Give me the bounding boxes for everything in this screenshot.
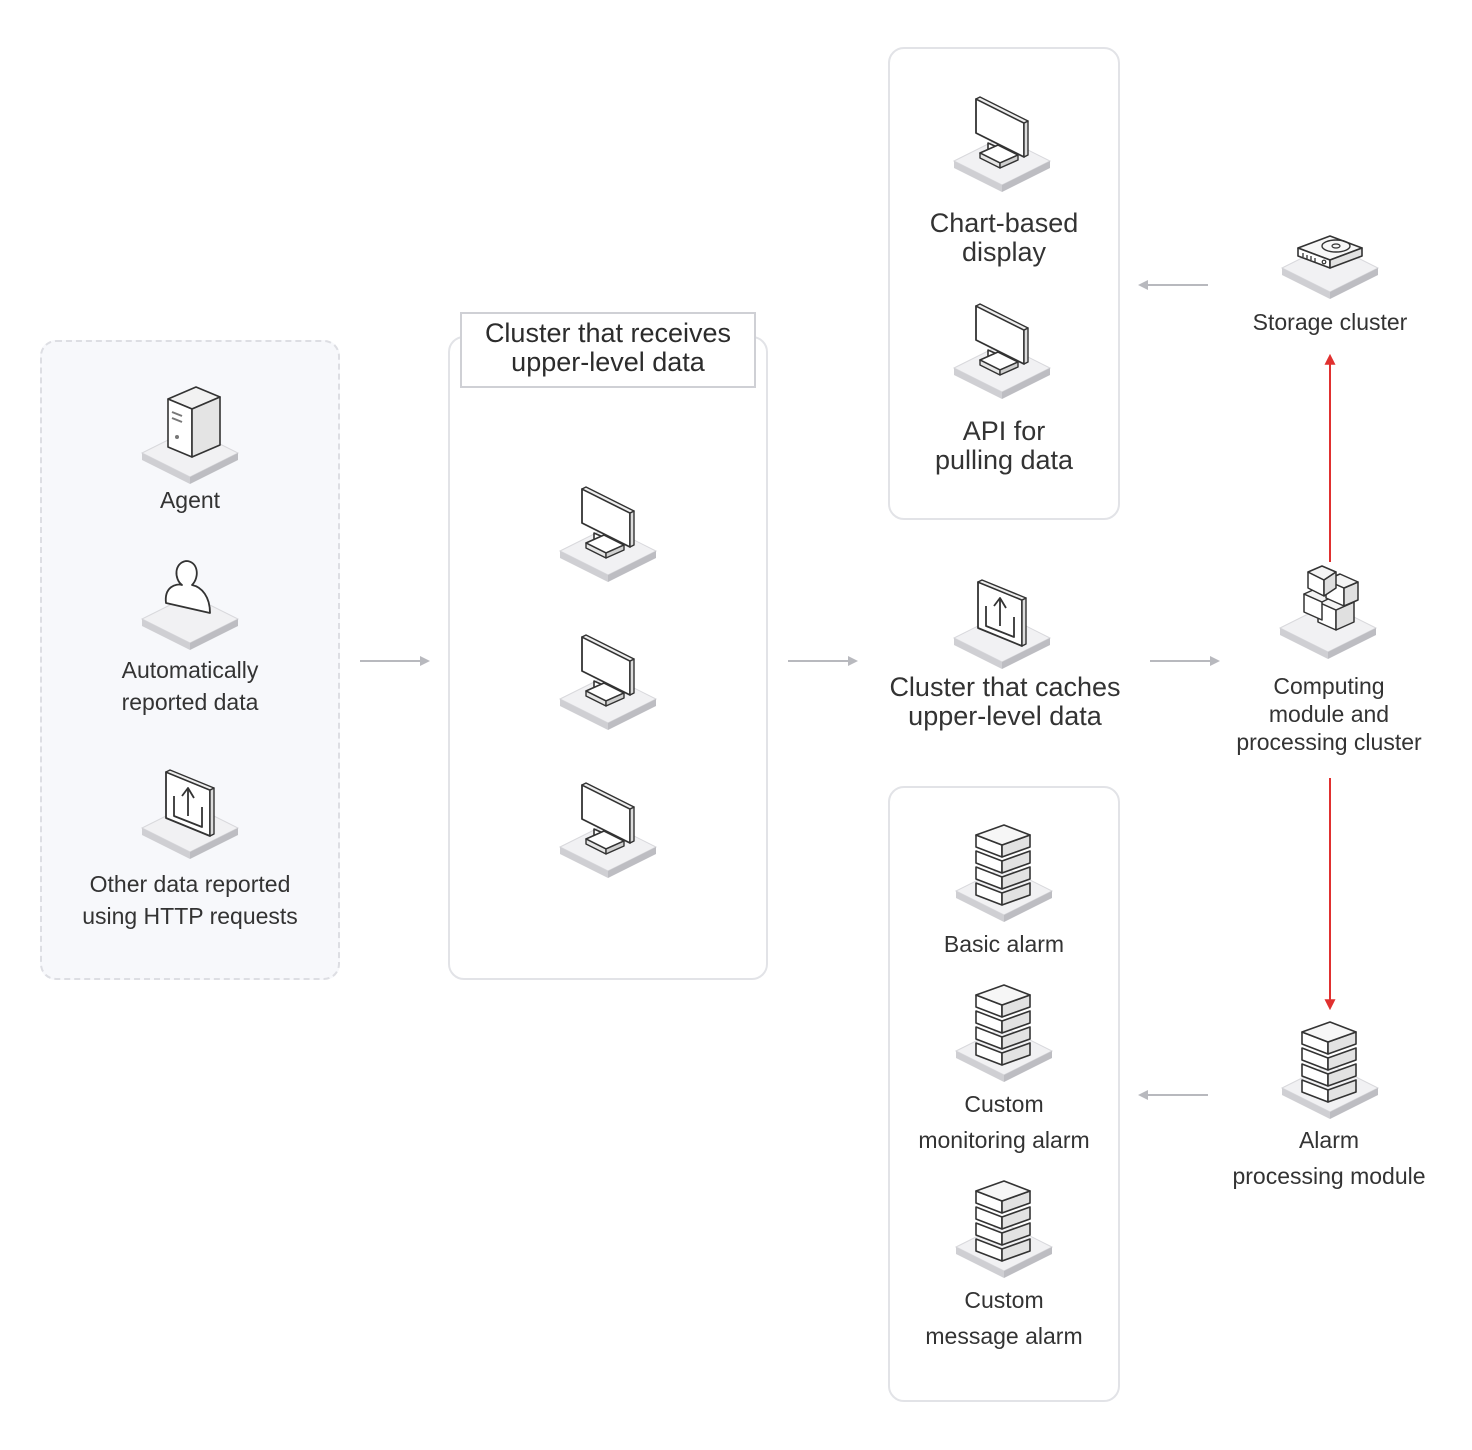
upload-icon [952, 570, 1052, 670]
chart-display-line2: display [961, 237, 1047, 267]
computing-line1: Computing [1273, 673, 1385, 699]
stack-icon [954, 823, 1054, 923]
stack-icon [954, 1179, 1054, 1279]
custom-monitoring-line2: monitoring alarm [918, 1127, 1090, 1153]
cache-cluster-label: Cluster that caches upper-level data [860, 673, 1150, 731]
monitor-icon [558, 483, 658, 583]
monitor-icon [558, 779, 658, 879]
cache-cluster-line1: Cluster that caches [889, 672, 1121, 702]
computing-module-label: Computing module and processing cluster [1200, 672, 1458, 756]
server-icon [140, 385, 240, 485]
receive-cluster-title: Cluster that receives upper-level data [460, 312, 756, 388]
monitor-icon [558, 631, 658, 731]
alarm-module-line2: processing module [1232, 1163, 1426, 1189]
custom-monitoring-alarm-label: Custom monitoring alarm [888, 1086, 1120, 1158]
api-pull-line2: pulling data [934, 445, 1074, 475]
http-reported-label: Other data reported using HTTP requests [40, 868, 340, 932]
auto-reported-line2: reported data [121, 689, 259, 715]
computing-line3: processing cluster [1236, 729, 1422, 755]
auto-reported-line1: Automatically [121, 657, 259, 683]
custom-message-line2: message alarm [925, 1323, 1083, 1349]
stack-icon [1280, 1020, 1380, 1120]
http-reported-line2: using HTTP requests [82, 903, 298, 929]
chart-display-label: Chart-based display [888, 209, 1120, 267]
chart-display-line1: Chart-based [929, 208, 1079, 238]
blocks-icon [1278, 560, 1378, 660]
custom-message-alarm-label: Custom message alarm [888, 1282, 1120, 1354]
monitor-icon [952, 300, 1052, 400]
user-icon [140, 551, 240, 651]
stack-icon [954, 983, 1054, 1083]
http-reported-line1: Other data reported [89, 871, 291, 897]
custom-monitoring-line1: Custom [964, 1091, 1044, 1117]
monitor-icon [952, 93, 1052, 193]
alarm-module-line1: Alarm [1298, 1127, 1360, 1153]
alarm-module-label: Alarm processing module [1200, 1122, 1458, 1194]
computing-line2: module and [1268, 701, 1390, 727]
cache-cluster-line2: upper-level data [908, 701, 1102, 731]
receive-cluster-title-line2: upper-level data [511, 347, 705, 377]
auto-reported-label: Automatically reported data [40, 654, 340, 718]
upload-icon [140, 760, 240, 860]
receive-cluster-title-line1: Cluster that receives [484, 318, 732, 348]
storage-cluster-label: Storage cluster [1252, 309, 1408, 335]
custom-message-line1: Custom [964, 1287, 1044, 1313]
agent-label: Agent [159, 487, 221, 513]
api-pull-line1: API for [962, 416, 1046, 446]
disk-icon [1280, 200, 1380, 300]
api-pull-label: API for pulling data [888, 417, 1120, 475]
basic-alarm-label: Basic alarm [943, 931, 1065, 957]
